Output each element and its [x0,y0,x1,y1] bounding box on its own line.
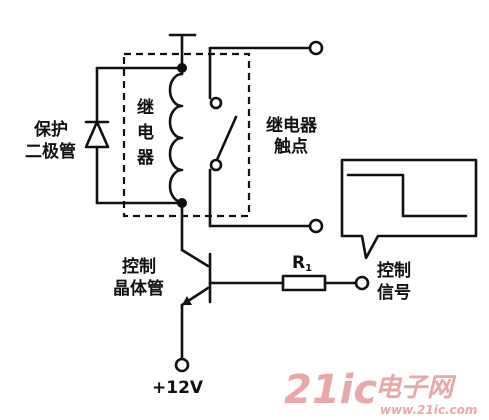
resistor-label-sub: 1 [305,263,312,274]
signal-waveform-bubble [340,158,478,260]
protect-diode-label-line1: 保护 [33,119,68,140]
svg-text:www.21ic.com: www.21ic.com [380,403,477,417]
control-signal-label-line2: 信号 [377,282,411,303]
relay-coil-label-2: 电 [137,122,154,143]
supply-terminal [174,357,190,373]
relay-coil [168,66,184,205]
relay-contacts [208,46,312,228]
supply-voltage-label: +12V [152,378,204,398]
top-terminal [168,33,197,70]
relay-contacts-label-line2: 触点 [273,136,308,157]
relay-enclosure [122,52,251,218]
relay-coil-label-1: 继 [137,97,154,118]
control-signal-terminal [354,275,370,291]
control-transistor-symbol [180,201,212,360]
control-signal-label-line1: 控制 [377,260,411,281]
pulse-waveform [346,173,468,218]
watermark-logo: 21ic 电子网 www.21ic.com [284,367,477,417]
resistor-label: R1 [292,253,312,274]
contact-terminal-top [308,40,324,56]
contact-terminal-bottom [308,218,324,234]
relay-contacts-label-line1: 继电器 [266,115,318,136]
svg-text:电子网: 电子网 [375,373,457,403]
protection-diode [84,66,184,205]
svg-text:21ic: 21ic [284,367,377,413]
protect-diode-label-line2: 二极管 [25,141,76,162]
resistor-label-main: R [292,253,305,273]
resistor-r1 [281,274,327,292]
transistor-label-line2: 晶体管 [113,278,164,299]
transistor-label-line1: 控制 [122,256,156,277]
relay-coil-label-3: 器 [136,148,155,168]
